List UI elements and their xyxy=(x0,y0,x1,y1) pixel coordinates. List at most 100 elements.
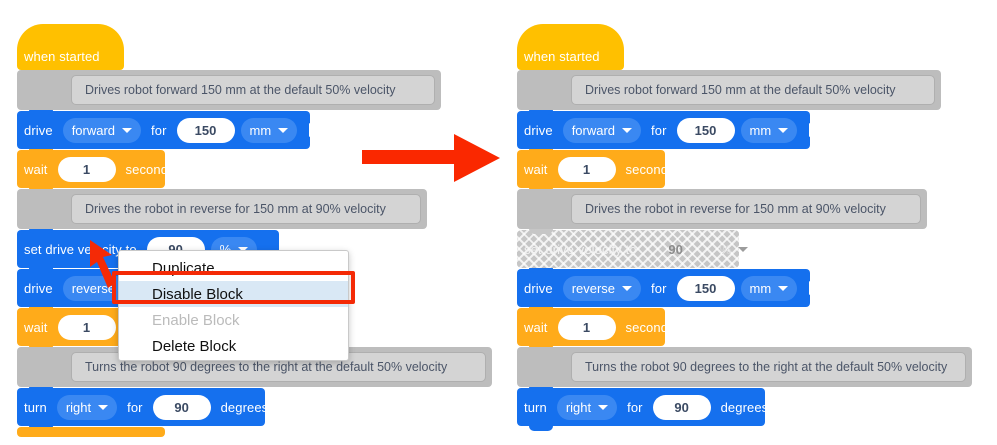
chevron-down-icon xyxy=(598,404,609,410)
dropdown-direction[interactable]: forward xyxy=(562,117,642,143)
callout-pointer-arrow xyxy=(90,240,115,288)
chevron-down-icon xyxy=(778,285,789,291)
block-notch xyxy=(529,307,553,312)
comment-drive-forward[interactable]: Drives robot forward 150 mm at the defau… xyxy=(517,70,941,110)
comment-text: Drives robot forward 150 mm at the defau… xyxy=(571,75,935,105)
before-disable-panel: when started Drives robot forward 150 mm… xyxy=(17,24,492,437)
block-notch xyxy=(529,268,553,273)
block-drive-forward[interactable]: drive forward for 150 mm xyxy=(517,110,821,154)
block-notch xyxy=(529,149,553,154)
chevron-down-icon xyxy=(738,246,749,252)
play-icon[interactable] xyxy=(277,401,287,413)
block-turn-right[interactable]: turn right for 90 degrees xyxy=(517,387,787,431)
dropdown-value: mm xyxy=(749,280,772,296)
dropdown-unit[interactable]: mm xyxy=(740,117,798,143)
block-label-for: for xyxy=(151,122,167,138)
dropdown-value: % xyxy=(219,241,232,257)
block-label-set-drive-velocity: set drive velocity to xyxy=(524,241,637,257)
dropdown-direction[interactable]: reverse xyxy=(562,275,642,301)
play-icon[interactable] xyxy=(809,281,821,295)
block-label-wait: wait xyxy=(524,319,548,335)
block-label-wait: wait xyxy=(524,161,548,177)
block-turn-right[interactable]: turn right for 90 degrees xyxy=(17,387,287,431)
comment-drive-reverse[interactable]: Drives the robot in reverse for 150 mm a… xyxy=(17,189,427,229)
seconds-input[interactable]: 1 xyxy=(557,156,616,182)
dropdown-unit[interactable]: mm xyxy=(740,275,798,301)
block-label-for: for xyxy=(651,280,667,296)
context-menu[interactable]: Duplicate Disable Block Enable Block Del… xyxy=(118,250,349,361)
play-icon[interactable] xyxy=(809,123,821,137)
comment-drive-forward[interactable]: Drives robot forward 150 mm at the defau… xyxy=(17,70,441,110)
block-label-degrees: degrees xyxy=(720,399,769,415)
block-label-when-started: when started xyxy=(524,49,600,64)
dropdown-value: mm xyxy=(249,122,272,138)
block-drive-reverse[interactable]: drive reverse for 150 mm xyxy=(517,268,821,312)
dropdown-direction[interactable]: right xyxy=(556,394,618,420)
block-label-drive: drive xyxy=(24,122,53,138)
block-label-turn: turn xyxy=(524,399,547,415)
block-label-seconds: seconds xyxy=(625,161,675,177)
velocity-input[interactable]: 90 xyxy=(668,241,683,257)
block-label-turn: turn xyxy=(24,399,47,415)
block-label-for: for xyxy=(627,399,643,415)
menu-item-delete-block[interactable]: Delete Block xyxy=(152,337,237,355)
menu-item-enable-block: Enable Block xyxy=(152,311,240,329)
chevron-down-icon xyxy=(778,127,789,133)
block-wait-b[interactable]: wait 1 seconds xyxy=(517,307,675,351)
dropdown-direction[interactable]: forward xyxy=(62,117,142,143)
chevron-down-icon xyxy=(278,127,289,133)
chevron-down-icon xyxy=(622,127,633,133)
block-label-seconds: seconds xyxy=(125,161,175,177)
block-label-wait: wait xyxy=(24,161,48,177)
block-label-degrees: degrees xyxy=(220,399,269,415)
block-notch xyxy=(529,110,553,115)
degrees-input[interactable]: 90 xyxy=(652,394,711,420)
comment-text: Drives the robot in reverse for 150 mm a… xyxy=(571,194,921,224)
block-when-started[interactable]: when started xyxy=(17,24,124,75)
distance-input[interactable]: 150 xyxy=(176,117,235,143)
block-label-drive: drive xyxy=(524,280,553,296)
block-partial-next xyxy=(17,427,165,437)
comment-text: Drives robot forward 150 mm at the defau… xyxy=(71,75,435,105)
block-notch xyxy=(29,307,53,312)
block-set-drive-velocity-disabled[interactable]: set drive velocity to 90 % xyxy=(517,229,749,273)
transition-arrow-icon xyxy=(362,134,500,182)
block-notch xyxy=(529,229,553,234)
block-notch xyxy=(529,387,553,392)
play-icon[interactable] xyxy=(777,401,787,413)
block-wait-a[interactable]: wait 1 seconds xyxy=(517,149,675,193)
comment-text: Turns the robot 90 degrees to the right … xyxy=(571,352,966,382)
block-notch xyxy=(29,387,53,392)
block-drive-forward[interactable]: drive forward for 150 mm xyxy=(17,110,321,154)
dropdown-value: reverse xyxy=(571,280,616,296)
menu-item-disable-block[interactable]: Disable Block xyxy=(119,281,348,307)
degrees-input[interactable]: 90 xyxy=(152,394,211,420)
dropdown-value: forward xyxy=(71,122,116,138)
block-wait-a[interactable]: wait 1 seconds xyxy=(17,149,175,193)
distance-input[interactable]: 150 xyxy=(676,117,735,143)
seconds-input[interactable]: 1 xyxy=(57,156,116,182)
block-label-seconds: seconds xyxy=(625,319,675,335)
block-notch xyxy=(29,149,53,154)
block-nub xyxy=(529,426,553,431)
block-notch xyxy=(29,110,53,115)
dropdown-value: % xyxy=(719,241,732,257)
comment-turn-right[interactable]: Turns the robot 90 degrees to the right … xyxy=(517,347,972,387)
dropdown-value: right xyxy=(565,399,592,415)
block-label-wait: wait xyxy=(24,319,48,335)
block-label-for: for xyxy=(127,399,143,415)
block-notch xyxy=(29,229,53,234)
dropdown-unit[interactable]: mm xyxy=(240,117,298,143)
distance-input[interactable]: 150 xyxy=(676,275,735,301)
dropdown-direction[interactable]: right xyxy=(56,394,118,420)
seconds-input[interactable]: 1 xyxy=(557,314,616,340)
dropdown-unit[interactable]: % xyxy=(711,237,758,262)
block-label-drive: drive xyxy=(524,122,553,138)
chevron-down-icon xyxy=(98,404,109,410)
comment-drive-reverse[interactable]: Drives the robot in reverse for 150 mm a… xyxy=(517,189,927,229)
block-notch xyxy=(29,268,53,273)
menu-item-duplicate[interactable]: Duplicate xyxy=(152,259,215,277)
play-icon[interactable] xyxy=(309,123,321,137)
seconds-input[interactable]: 1 xyxy=(57,314,116,340)
block-when-started[interactable]: when started xyxy=(517,24,624,75)
